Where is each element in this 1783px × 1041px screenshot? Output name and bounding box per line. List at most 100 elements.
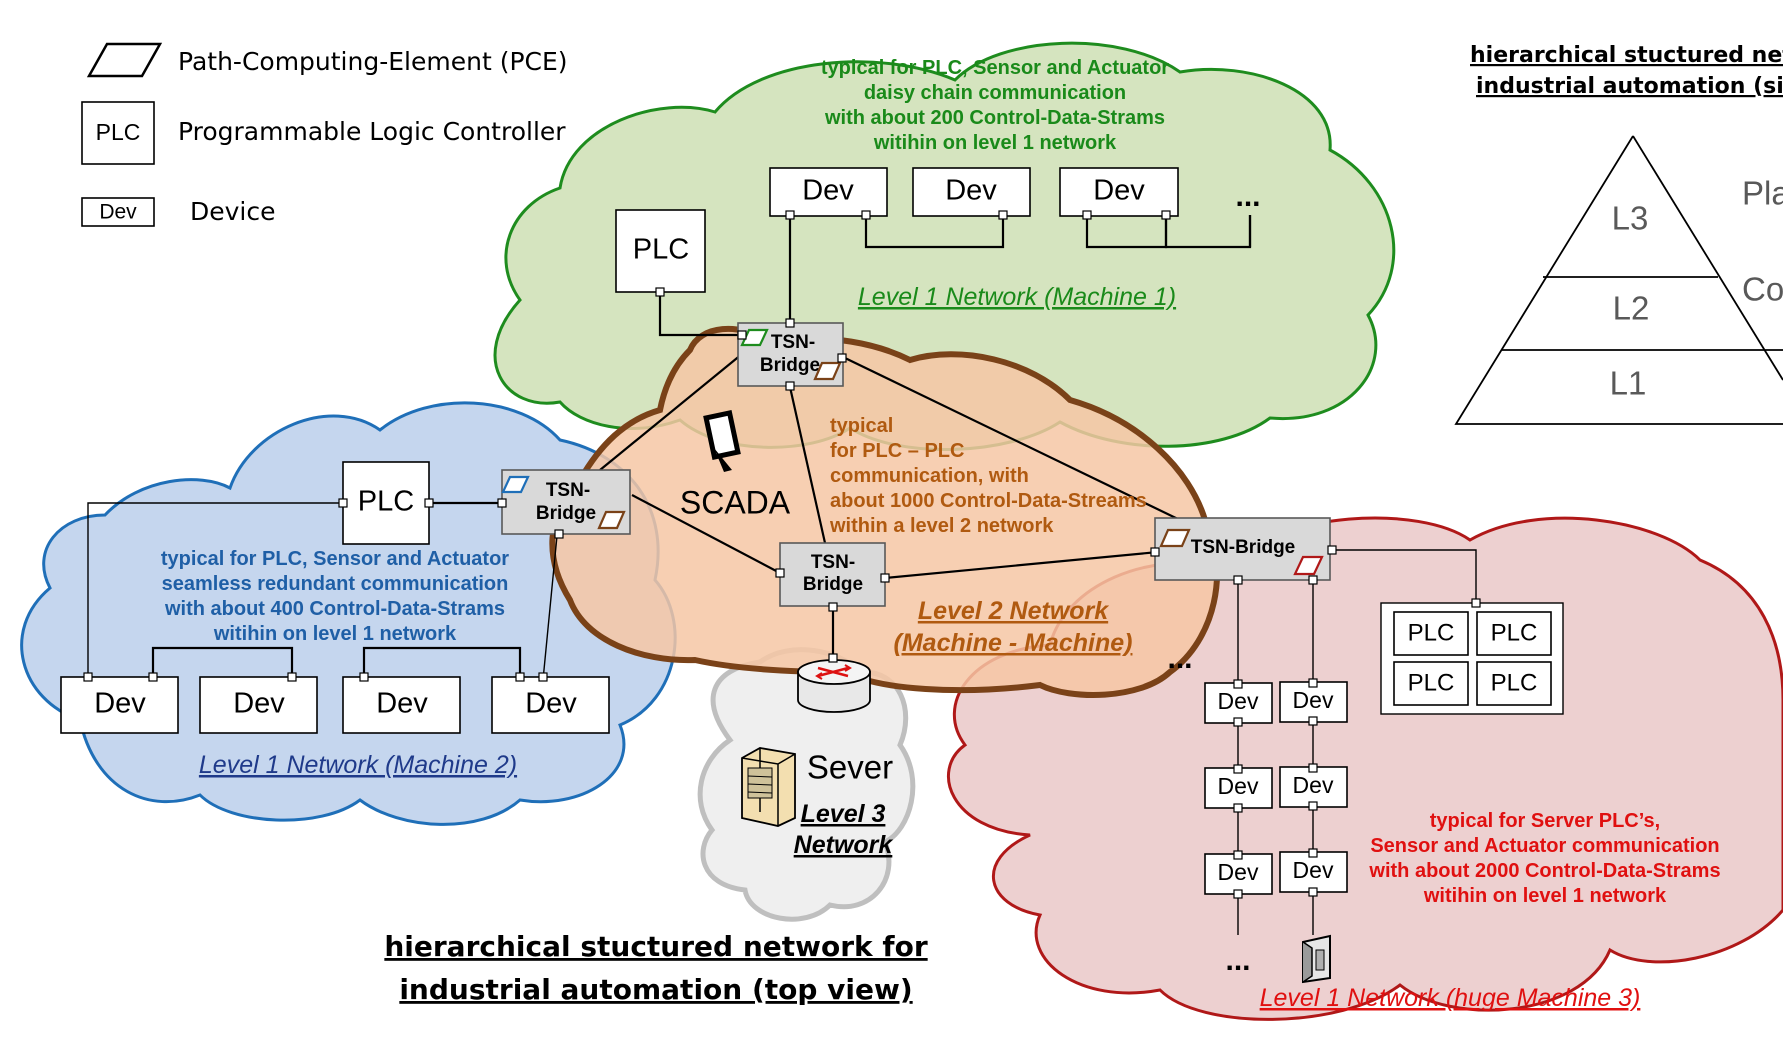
svg-text:witihin on level 1 network: witihin on level 1 network <box>213 623 457 645</box>
m2-dev-2: Dev <box>199 676 318 734</box>
svg-text:TSN-Bridge: TSN-Bridge <box>1191 537 1296 558</box>
svg-text:TSN-: TSN- <box>811 552 855 573</box>
name-level2-line1: Level 2 Network <box>918 597 1109 625</box>
server-icon <box>741 747 796 827</box>
m3-dev-col1-2: Dev <box>1204 767 1273 809</box>
scada-icon <box>703 409 741 472</box>
link-m1-daisy-1 <box>864 215 1005 249</box>
scada-label: SCADA <box>680 484 791 520</box>
title-side-line1: hierarchical stuctured netwo <box>1470 43 1783 68</box>
svg-text:Dev: Dev <box>1293 772 1334 798</box>
server-label: Sever <box>807 749 893 786</box>
svg-text:within a level 2 network: within a level 2 network <box>829 515 1054 537</box>
svg-text:TSN-: TSN- <box>546 480 590 501</box>
link-m3-bridge-plcgroup <box>1332 549 1477 603</box>
name-level2-line2: (Machine - Machine) <box>894 629 1133 657</box>
legend-dev-symbol: Dev <box>99 201 137 224</box>
router-icon <box>797 659 871 713</box>
m1-plc: PLC <box>615 209 706 293</box>
svg-text:PLC: PLC <box>1491 669 1538 696</box>
link-m1-daisy-4 <box>1164 215 1252 249</box>
tsn-bridge-level2: TSN- Bridge <box>779 542 886 607</box>
legend-dev-text: Device <box>190 197 276 226</box>
link-m2-daisy-1 <box>151 646 294 680</box>
link-l2-b2-b3 <box>631 494 781 574</box>
m2-dev-4: Dev <box>491 676 610 734</box>
svg-text:PLC: PLC <box>1408 669 1455 696</box>
m3-dev-col2-2: Dev <box>1279 766 1348 808</box>
svg-text:Sensor and Actuator communicat: Sensor and Actuator communication <box>1370 835 1719 857</box>
pyramid-l2: L2 <box>1613 290 1650 327</box>
pyramid-l1: L1 <box>1610 365 1647 402</box>
name-machine2: Level 1 Network (Machine 2) <box>199 751 517 779</box>
note-machine1: typical for PLC, Sensor and Actuator dai… <box>821 57 1169 154</box>
svg-text:witihin on level 1 network: witihin on level 1 network <box>873 132 1117 154</box>
svg-text:Bridge: Bridge <box>803 574 863 595</box>
svg-text:PLC: PLC <box>633 234 689 266</box>
svg-text:PLC: PLC <box>1491 619 1538 646</box>
pyramid-side-control: Co <box>1742 271 1783 308</box>
level3-name-line2: Network <box>794 831 894 859</box>
svg-text:Dev: Dev <box>1218 688 1259 714</box>
m1-ellipsis: ... <box>1235 180 1260 213</box>
svg-text:typical: typical <box>830 415 893 437</box>
title-top-line1: hierarchical stuctured network for <box>384 930 927 963</box>
svg-text:Dev: Dev <box>945 175 997 207</box>
legend-pce-icon <box>86 42 163 78</box>
m1-dev-1: Dev <box>769 167 888 217</box>
legend-plc-symbol: PLC <box>96 119 141 145</box>
svg-text:typical for PLC, Sensor and Ac: typical for PLC, Sensor and Actuator <box>161 548 509 570</box>
legend-pce-text: Path-Computing-Element (PCE) <box>178 47 568 76</box>
svg-text:seamless redundant communicati: seamless redundant communication <box>162 573 509 595</box>
link-m2-plc-ring-left <box>87 502 347 680</box>
m2-dev-1: Dev <box>60 676 179 734</box>
m3-dev-col2-1: Dev <box>1279 681 1348 723</box>
m2-dev-3: Dev <box>342 676 461 734</box>
link-m1-plc-bridge <box>658 292 742 337</box>
name-machine1: Level 1 Network (Machine 1) <box>858 283 1176 311</box>
m3-dev-col2-3: Dev <box>1279 851 1348 893</box>
pce-icon-machine2 <box>501 475 530 494</box>
m2-plc: PLC <box>342 461 430 545</box>
legend-dev-box <box>81 197 155 227</box>
pyramid-l3: L3 <box>1612 200 1649 237</box>
m3-dev-col1-1: Dev <box>1204 682 1273 724</box>
svg-text:about 1000 Control-Data-Stream: about 1000 Control-Data-Streams <box>830 490 1147 512</box>
link-m2-daisy-2 <box>362 646 522 680</box>
svg-text:TSN-: TSN- <box>771 332 815 353</box>
pce-icon-level2-b1 <box>813 361 842 381</box>
svg-text:Dev: Dev <box>233 688 285 720</box>
svg-text:for PLC – PLC: for PLC – PLC <box>830 440 964 462</box>
pyramid-side-plant: Pla <box>1742 175 1783 212</box>
note-machine2: typical for PLC, Sensor and Actuator sea… <box>161 548 509 645</box>
port-markers <box>83 210 1481 899</box>
legend-plc-box <box>81 101 155 165</box>
svg-text:with about 200 Control-Data-St: with about 200 Control-Data-Strams <box>824 107 1165 129</box>
m3-ellipsis-lower: ... <box>1225 944 1250 977</box>
svg-text:Dev: Dev <box>1218 859 1259 885</box>
svg-text:Dev: Dev <box>1218 773 1259 799</box>
svg-text:PLC: PLC <box>358 486 414 518</box>
svg-text:Dev: Dev <box>1293 857 1334 883</box>
svg-text:with about 400 Control-Data-St: with about 400 Control-Data-Strams <box>164 598 505 620</box>
m1-dev-3: Dev <box>1059 167 1179 217</box>
svg-text:PLC: PLC <box>1408 619 1455 646</box>
pce-icon-machine3 <box>1293 555 1324 576</box>
link-l2-b1-b4 <box>844 357 1181 521</box>
link-l2-b1-b2 <box>599 353 743 471</box>
link-l2-b1-b3 <box>788 386 827 544</box>
legend-plc-text: Programmable Logic Controller <box>178 117 566 146</box>
m1-dev-2: Dev <box>912 167 1031 217</box>
svg-text:Bridge: Bridge <box>536 503 596 524</box>
level3-name-line1: Level 3 <box>801 800 886 828</box>
title-side-line2: industrial automation (side <box>1476 74 1783 99</box>
svg-text:with about 2000 Control-Data-S: with about 2000 Control-Data-Strams <box>1368 860 1720 882</box>
pce-icon-level2-b4 <box>1159 528 1191 548</box>
svg-text:Dev: Dev <box>525 688 577 720</box>
pyramid: L3 L2 L1 Pla Co <box>1454 135 1783 425</box>
svg-text:Dev: Dev <box>1093 175 1145 207</box>
m3-plc-group: PLC PLC PLC PLC <box>1380 602 1564 715</box>
svg-text:Dev: Dev <box>1293 687 1334 713</box>
svg-text:daisy chain communication: daisy chain communication <box>864 82 1126 104</box>
